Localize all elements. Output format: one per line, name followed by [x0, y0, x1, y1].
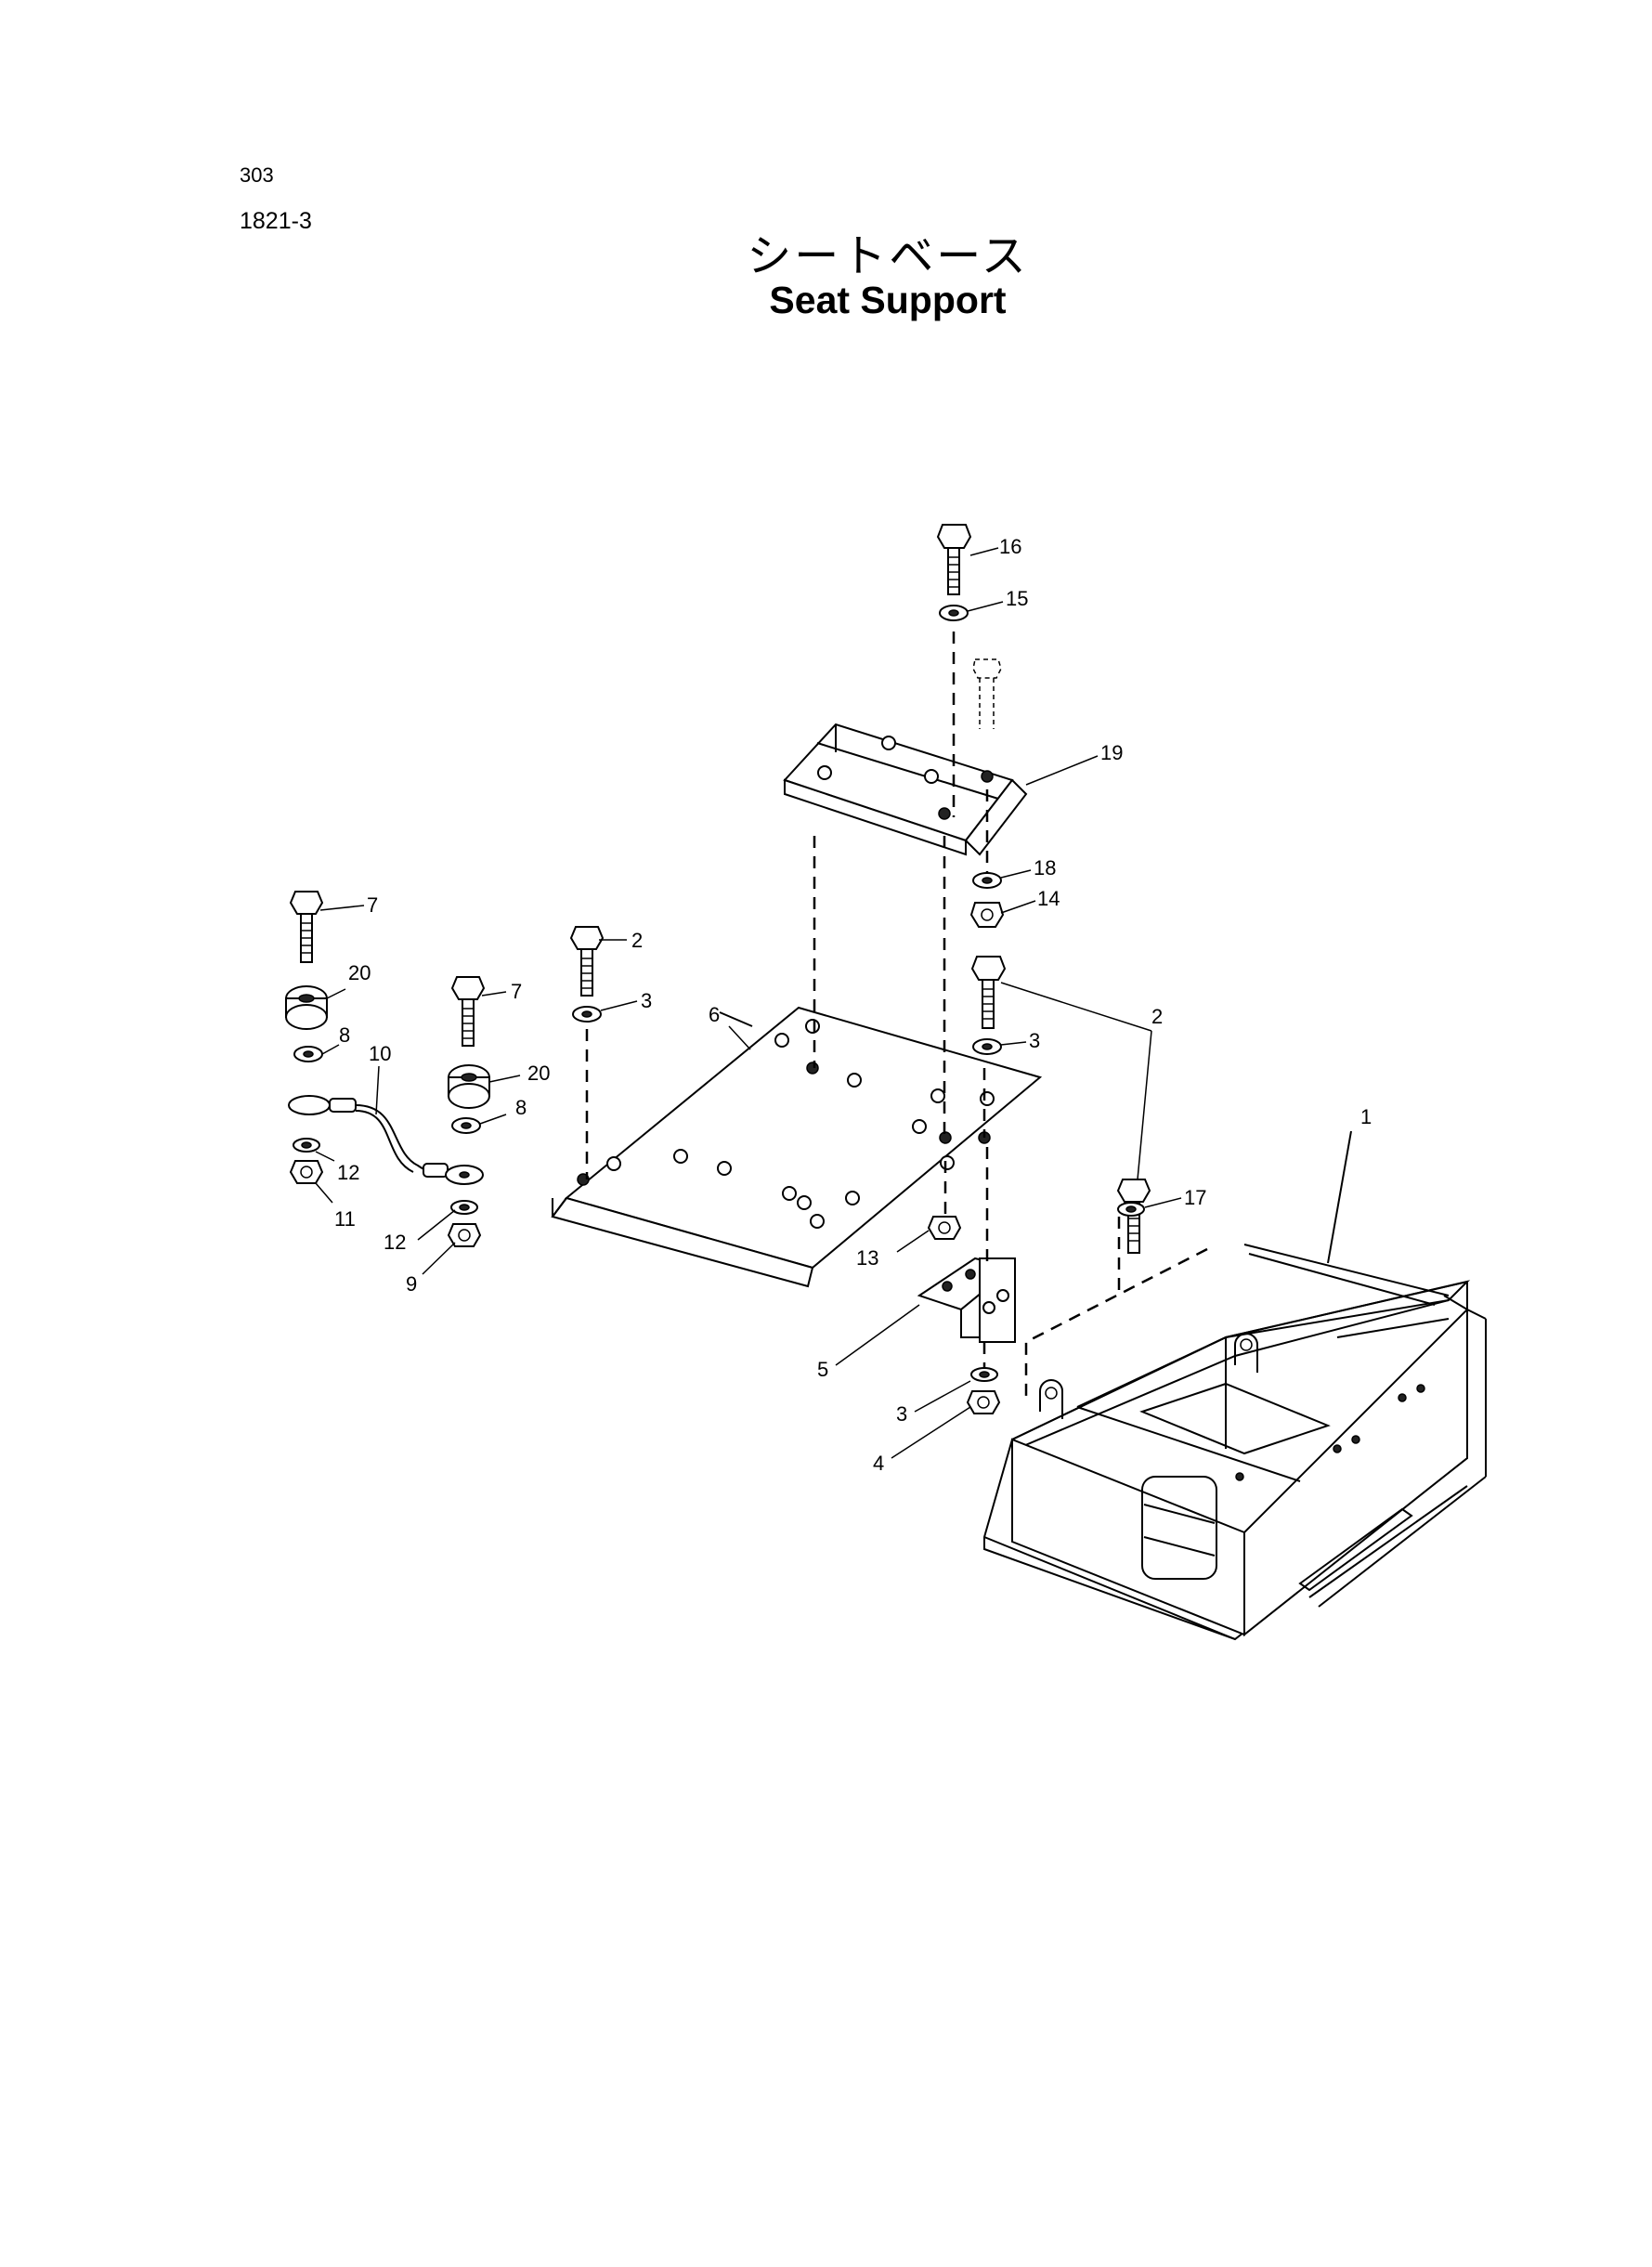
callout-9: 9 [406, 1272, 417, 1296]
callout-15: 15 [1006, 587, 1028, 610]
part-3-washer-mid [572, 1006, 602, 1023]
callout-5: 5 [817, 1358, 828, 1381]
part-12-washer-right [450, 1200, 478, 1215]
callout-2-mid: 2 [631, 929, 643, 952]
figure-number: 1821-3 [240, 208, 312, 234]
callout-10: 10 [369, 1042, 391, 1065]
part-18-washer [972, 872, 1002, 889]
part-3-washer-right [972, 1038, 1002, 1055]
part-10-ground-cable [288, 1095, 484, 1185]
callout-12-left: 12 [337, 1161, 359, 1184]
callout-3-mid: 3 [641, 989, 652, 1012]
part-8-washer-left [293, 1046, 323, 1062]
callout-2-right: 2 [1151, 1005, 1163, 1028]
part-1-alignment-line [1024, 1217, 1208, 1398]
part-5-hinge-bracket [917, 1257, 1016, 1343]
callout-20-mid: 20 [527, 1062, 550, 1085]
callout-3-right: 3 [1029, 1029, 1040, 1052]
callout-17: 17 [1184, 1186, 1206, 1209]
part-9-nut [447, 1223, 482, 1247]
callout-6: 6 [709, 1003, 720, 1026]
callout-8-left: 8 [339, 1023, 350, 1047]
part-19-bracket [783, 723, 1028, 856]
part-4-nut [966, 1390, 1001, 1414]
part-14-nut [969, 902, 1005, 928]
callout-13: 13 [856, 1246, 878, 1270]
part-2-bolt-mid [569, 926, 605, 997]
callout-11: 11 [334, 1207, 356, 1231]
leader-lines [315, 547, 1182, 1459]
part-12-washer-left [293, 1138, 320, 1153]
part-1-seat-box [983, 1130, 1487, 1641]
part-3-washer-lower [970, 1367, 998, 1382]
callout-1: 1 [1360, 1105, 1372, 1128]
hidden-bolt [972, 658, 1002, 729]
part-7-bolt-left [289, 891, 324, 963]
callout-7-mid: 7 [511, 980, 522, 1003]
part-20-mount-mid [448, 1064, 490, 1109]
callout-20-left: 20 [348, 961, 371, 984]
title-english: Seat Support [769, 279, 1007, 321]
callout-19: 19 [1100, 741, 1123, 764]
part-11-nut [289, 1160, 324, 1184]
callout-4: 4 [873, 1452, 884, 1475]
part-15-washer [939, 605, 969, 621]
callout-8-mid: 8 [515, 1096, 527, 1119]
part-16-bolt [936, 524, 972, 595]
callout-7-left: 7 [367, 893, 378, 917]
part-17-washer [1117, 1202, 1145, 1217]
page-number: 303 [240, 163, 274, 187]
title-japanese: シートベース [747, 230, 1029, 282]
callout-16: 16 [999, 535, 1021, 558]
callout-12-right: 12 [384, 1231, 406, 1254]
callout-14: 14 [1037, 887, 1060, 910]
part-7-bolt-mid [450, 976, 486, 1047]
part-6-base-plate [551, 1006, 1043, 1288]
callout-3-lower: 3 [896, 1402, 907, 1426]
part-8-washer-mid [451, 1117, 481, 1134]
part-2-bolt-right [970, 956, 1007, 1029]
callout-18: 18 [1034, 856, 1056, 879]
callout-labels: 1 2 2 3 3 3 4 5 6 7 7 8 8 9 10 11 12 12 … [334, 535, 1372, 1475]
part-13-nut [927, 1216, 962, 1240]
part-20-mount-left [285, 985, 328, 1030]
